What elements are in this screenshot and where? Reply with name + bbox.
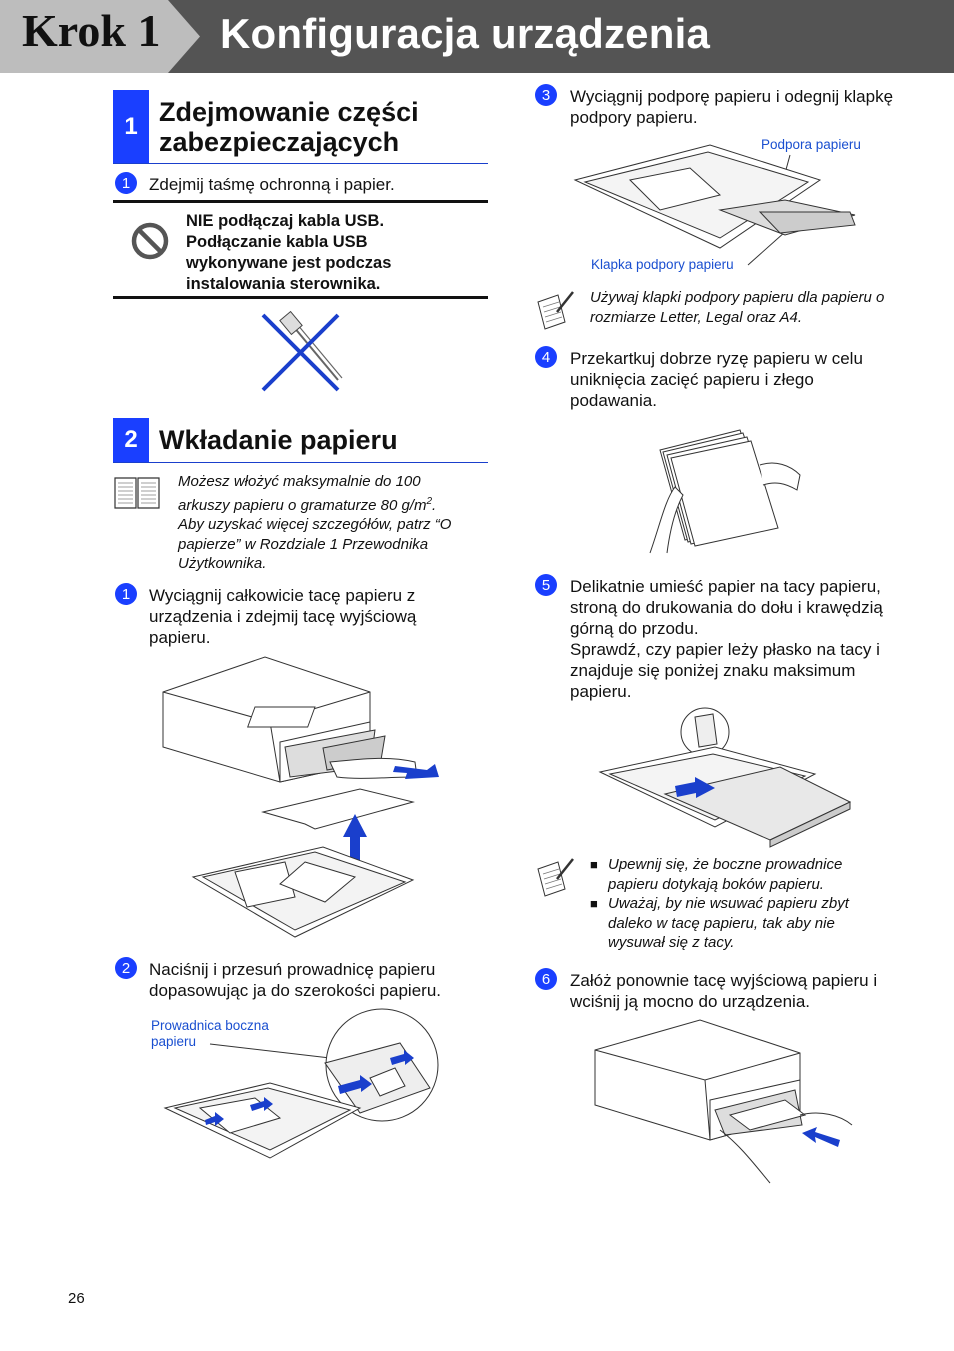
note-bullet-1: ■ Upewnij się, że boczne prowadnice papi…: [590, 856, 843, 893]
load-paper-illustration: [598, 707, 852, 848]
book-icon: [114, 477, 160, 509]
step-number-2-2: 2: [115, 957, 137, 979]
reinsert-tray-illustration: [594, 1019, 853, 1184]
step-3-text: Wyciągnij podporę papieru i odegnij klap…: [570, 87, 894, 127]
section-2-heading: 2 Wkładanie papieru: [113, 418, 488, 463]
step-2-1-text: Wyciągnij całkowicie tacę papieru z urzą…: [149, 586, 417, 647]
step-4-text: Przekartkuj dobrze ryzę papieru w celu u…: [570, 349, 863, 410]
side-guide-caption: Prowadnica boczna papieru: [151, 1018, 269, 1049]
usb-cable-crossed-illustration: [261, 310, 343, 392]
warning-top-rule: [113, 200, 488, 203]
step-number-2-1: 1: [115, 583, 137, 605]
section-1-number: 1: [113, 90, 149, 163]
note-paper-guides: ■ Upewnij się, że boczne prowadnice papi…: [590, 855, 849, 953]
step-tab-shape: [0, 0, 200, 73]
step-6-text: Załóż ponownie tacę wyjściową papieru i …: [570, 971, 878, 1011]
step-5-text: Delikatnie umieść papier na tacy papieru…: [570, 577, 883, 701]
step-number-6: 6: [535, 968, 557, 990]
step-number-1: 1: [115, 172, 137, 194]
section-1-heading: 1 Zdejmowanie części zabezpieczających: [113, 90, 488, 164]
step-label: Krok 1: [22, 5, 161, 56]
side-guide-illustration: [163, 1008, 439, 1159]
paper-support-caption: Podpora papieru: [761, 137, 861, 152]
paper-capacity-note: Możesz włożyć maksymalnie do 100 arkuszy…: [178, 473, 452, 572]
step-2-2-text: Naciśnij i przesuń prowadnicę papieru do…: [149, 960, 442, 1000]
section-2-number: 2: [113, 418, 149, 462]
step-number-5: 5: [535, 574, 557, 596]
step-number-3: 3: [535, 84, 557, 106]
page-number: 26: [68, 1290, 85, 1307]
fan-paper-illustration: [649, 429, 801, 554]
step-number-4: 4: [535, 346, 557, 368]
note-pencil-icon: [537, 291, 574, 330]
note-pencil-icon-2: [537, 858, 574, 897]
paper-support-flap-caption: Klapka podpory papieru: [591, 257, 734, 272]
page-title: Konfiguracja urządzenia: [220, 10, 711, 57]
section-2-title: Wkładanie papieru: [159, 425, 398, 455]
warning-bottom-rule: [113, 296, 488, 299]
section-1-title: Zdejmowanie części zabezpieczających: [159, 97, 419, 157]
usb-warning: NIE podłączaj kabla USB. Podłączanie kab…: [186, 212, 392, 293]
paper-support-illustration: [573, 144, 856, 266]
note-paper-support-flap: Używaj klapki podpory papieru dla papier…: [590, 289, 885, 326]
printer-tray-removal-illustration: [162, 656, 439, 938]
step-1-text: Zdejmij taśmę ochronną i papier.: [149, 175, 395, 194]
prohibited-icon: [131, 222, 169, 260]
note-bullet-2: ■ Uważaj, by nie wsuwać papieru zbyt dal…: [590, 895, 849, 951]
